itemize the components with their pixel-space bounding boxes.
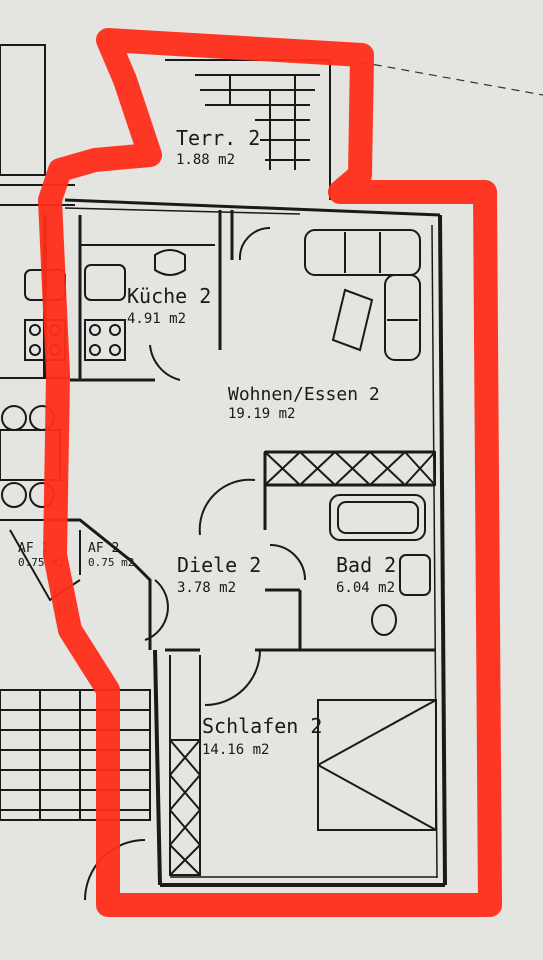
bath-fixtures bbox=[269, 494, 431, 636]
bedroom-area: 14.16 m2 bbox=[202, 742, 269, 758]
living-name: Wohnen/Essen 2 bbox=[228, 384, 380, 405]
terrace-name: Terr. 2 bbox=[176, 126, 260, 150]
apartment-walls bbox=[9, 198, 447, 887]
kitchen-fixtures bbox=[78, 215, 271, 381]
hall-name: Diele 2 bbox=[177, 553, 261, 577]
af1-name: AF 1 bbox=[18, 541, 49, 556]
af2-area: 0.75 m2 bbox=[88, 556, 134, 569]
dashed-boundary bbox=[359, 61, 543, 96]
hall-area: 3.78 m2 bbox=[177, 580, 236, 596]
kitchen-name: Küche 2 bbox=[127, 284, 211, 308]
bedroom-name: Schlafen 2 bbox=[202, 714, 322, 738]
wardrobe bbox=[264, 451, 436, 486]
hall-doors bbox=[144, 478, 261, 706]
terrace-area: 1.88 m2 bbox=[176, 152, 235, 168]
bedroom-furniture bbox=[169, 655, 437, 876]
apartment-highlight-outline bbox=[38, 28, 502, 917]
living-area: 19.19 m2 bbox=[228, 406, 295, 422]
kitchen-area: 4.91 m2 bbox=[127, 311, 186, 327]
af2-name: AF 2 bbox=[88, 541, 119, 556]
bath-name: Bad 2 bbox=[336, 553, 396, 577]
bath-area: 6.04 m2 bbox=[336, 580, 395, 596]
room-labels: Terr. 2 1.88 m2 Küche 2 4.91 m2 Wohnen/E… bbox=[18, 126, 396, 758]
living-furniture bbox=[304, 229, 421, 361]
